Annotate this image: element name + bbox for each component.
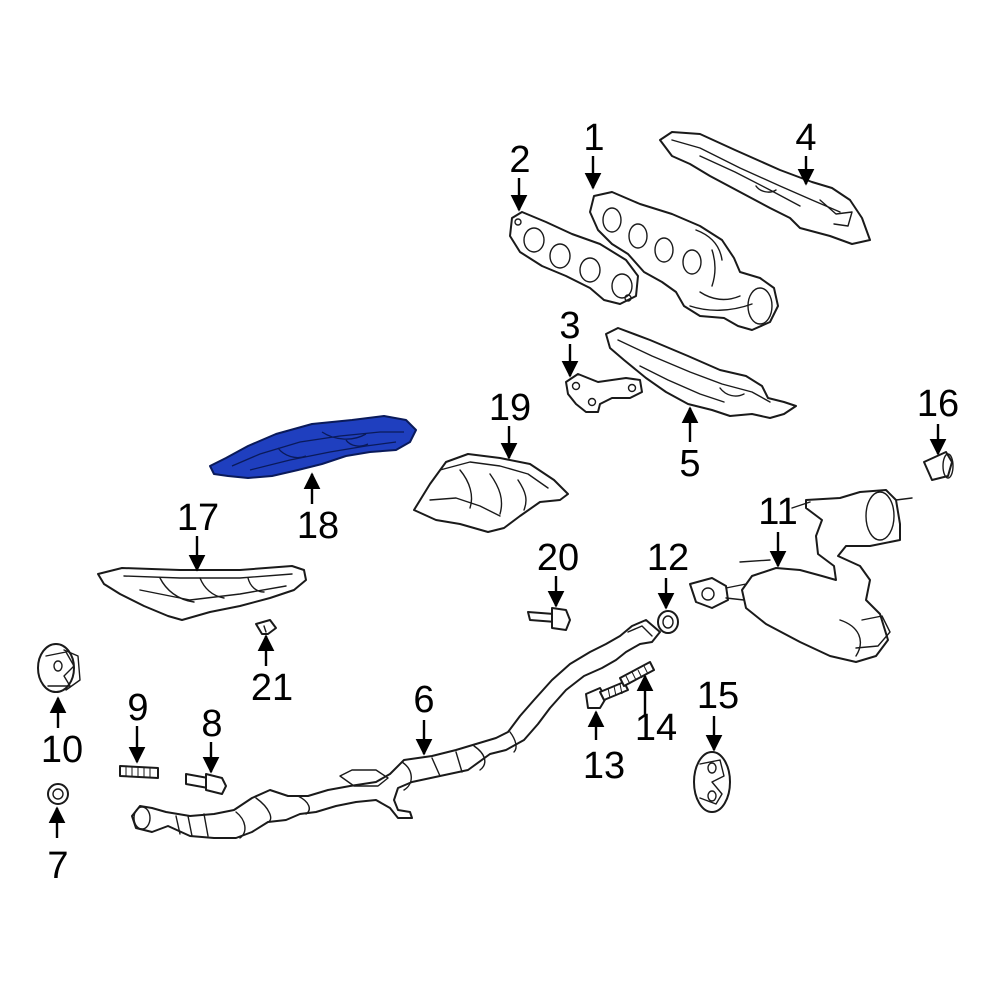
callout-6: 6 <box>413 679 435 756</box>
callout-label-4: 4 <box>795 117 816 159</box>
callout-9: 9 <box>127 687 149 764</box>
part-13-bolt[interactable] <box>585 681 629 709</box>
callout-label-1: 1 <box>583 117 604 159</box>
part-6-front-pipe[interactable] <box>131 619 661 839</box>
part-20-bolt[interactable] <box>527 607 571 631</box>
part-12-gasket[interactable] <box>657 610 679 634</box>
part-9-stud[interactable] <box>119 765 159 779</box>
callout-label-11: 11 <box>758 491 797 533</box>
callout-label-8: 8 <box>201 703 222 745</box>
callout-15: 15 <box>697 675 739 752</box>
part-10-rubber-hanger[interactable] <box>37 643 81 693</box>
part-21-clip[interactable] <box>255 619 277 635</box>
part-17-heat-shield[interactable] <box>97 565 307 621</box>
part-3-bracket[interactable] <box>565 373 643 413</box>
callout-label-5: 5 <box>679 443 700 485</box>
callout-10: 10 <box>41 696 83 771</box>
callout-label-3: 3 <box>559 305 580 347</box>
part-15-rubber-hanger[interactable] <box>693 751 731 813</box>
part-2-manifold-gasket[interactable] <box>509 211 639 305</box>
part-1-exhaust-manifold[interactable] <box>589 191 779 331</box>
callout-label-12: 12 <box>647 537 689 579</box>
callout-12: 12 <box>647 537 689 610</box>
callout-label-17: 17 <box>177 497 219 539</box>
callout-label-10: 10 <box>41 729 83 771</box>
callout-label-20: 20 <box>537 537 579 579</box>
part-18-heat-shield-highlighted[interactable] <box>209 415 417 479</box>
callout-3: 3 <box>559 305 581 378</box>
callout-label-14: 14 <box>635 707 677 749</box>
callout-5: 5 <box>679 406 701 485</box>
part-8-bolt[interactable] <box>185 773 227 795</box>
callout-1: 1 <box>583 117 605 190</box>
callout-label-6: 6 <box>413 679 434 721</box>
callout-17: 17 <box>177 497 219 572</box>
callout-7: 7 <box>47 806 69 887</box>
callout-19: 19 <box>489 387 531 460</box>
callout-label-7: 7 <box>47 845 68 887</box>
callout-20: 20 <box>537 537 579 608</box>
callout-label-18: 18 <box>297 505 339 547</box>
part-16-exhaust-tip[interactable] <box>923 451 954 481</box>
callout-label-9: 9 <box>127 687 148 729</box>
callout-18: 18 <box>297 472 339 547</box>
callout-11: 11 <box>758 491 798 568</box>
callout-14: 14 <box>635 674 677 749</box>
callout-13: 13 <box>583 710 625 787</box>
part-7-gasket[interactable] <box>47 783 69 805</box>
part-19-heat-shield[interactable] <box>413 453 569 533</box>
callout-4: 4 <box>795 117 817 186</box>
callout-label-13: 13 <box>583 745 625 787</box>
callout-2: 2 <box>509 139 531 212</box>
callout-8: 8 <box>201 703 223 774</box>
callout-label-19: 19 <box>489 387 531 429</box>
part-5-lower-heat-shield[interactable] <box>605 327 797 419</box>
part-14-stud[interactable] <box>619 661 655 687</box>
callout-label-21: 21 <box>251 667 293 709</box>
part-4-upper-heat-shield[interactable] <box>659 131 871 245</box>
callout-16: 16 <box>917 383 959 456</box>
callout-21: 21 <box>251 634 293 709</box>
callout-label-2: 2 <box>509 139 530 181</box>
callout-label-16: 16 <box>917 383 959 425</box>
callout-label-15: 15 <box>697 675 739 717</box>
part-11-rear-muffler[interactable] <box>689 489 913 663</box>
